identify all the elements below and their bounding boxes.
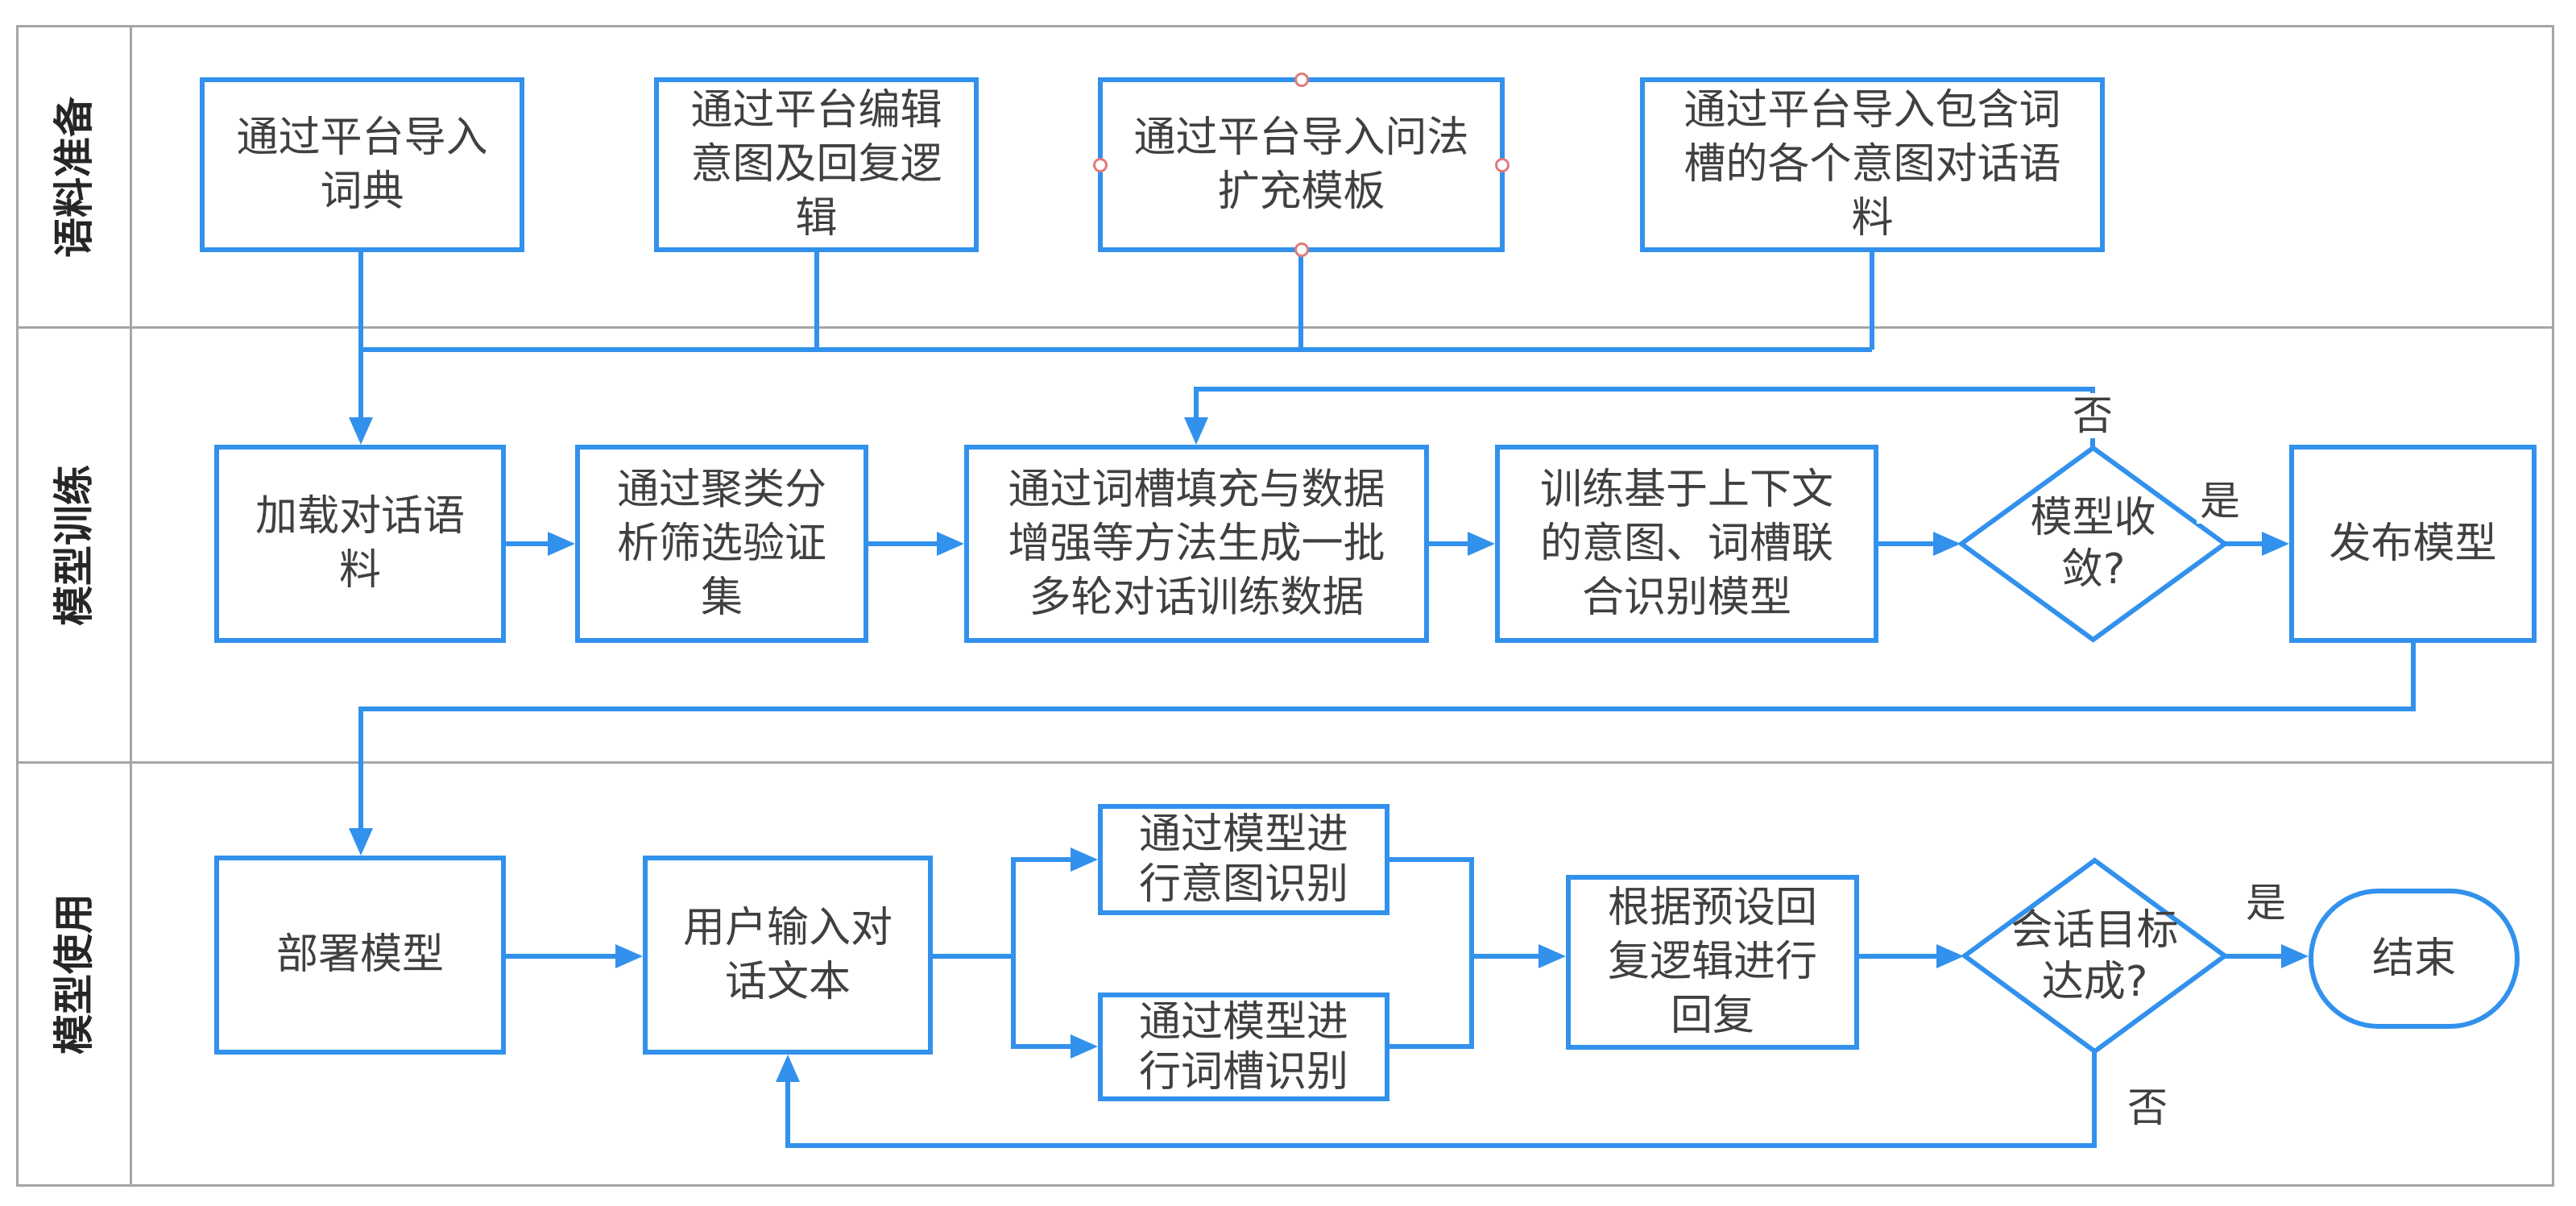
node-text-line: 根据预设回 — [1607, 884, 1817, 932]
lane-model-usage: 模型使用 — [16, 761, 2554, 1187]
node-text-line: 集 — [700, 573, 743, 622]
node-cluster-validation-set[interactable]: 通过聚类分 析筛选验证 集 — [575, 445, 868, 643]
decision-model-converged[interactable]: 模型收 敛? — [1958, 445, 2228, 643]
node-text-line: 意图及回复逻 — [690, 140, 942, 189]
connector-input-to-intent — [1011, 848, 1098, 956]
node-deploy-model[interactable]: 部署模型 — [214, 856, 506, 1055]
node-text-line: 通过平台导入 — [236, 113, 488, 162]
node-import-intent-dialog-corpus[interactable]: 通过平台导入包含词 槽的各个意图对话语 料 — [1640, 77, 2105, 252]
node-import-expansion-template[interactable]: 通过平台导入问法 扩充模板 — [1093, 73, 1510, 257]
selection-handle-right[interactable] — [1495, 157, 1510, 172]
node-text-line: 话文本 — [724, 957, 851, 1006]
selection-handle-top[interactable] — [1294, 73, 1309, 87]
node-text-line: 析筛选验证 — [616, 519, 826, 568]
node-text-line: 料 — [1851, 194, 1894, 242]
node-text-line: 训练基于上下文 — [1539, 465, 1833, 514]
node-text-line: 通过词槽填充与数据 — [1008, 465, 1385, 514]
node-text-line: 会话目标 — [2011, 906, 2179, 955]
node-text-line: 辑 — [795, 194, 838, 242]
connector-converged-no-loop — [1184, 387, 2095, 448]
node-text-line: 的意图、词槽联 — [1539, 519, 1833, 568]
decision-diamond-shape — [1958, 445, 2228, 643]
node-text-line: 用户输入对 — [682, 903, 892, 952]
decision-text: 会话目标 达成? — [1961, 857, 2228, 1055]
node-edit-intent-reply-logic[interactable]: 通过平台编辑 意图及回复逻 辑 — [654, 77, 979, 252]
node-slot-recognition[interactable]: 通过模型进 行词槽识别 — [1098, 993, 1389, 1101]
connector-input-to-slot — [1011, 956, 1098, 1059]
decision-text: 模型收 敛? — [1958, 445, 2228, 643]
node-text-line: 加载对话语 — [255, 492, 465, 541]
selection-handle-left[interactable] — [1093, 157, 1108, 172]
node-generate-training-data[interactable]: 通过词槽填充与数据 增强等方法生成一批 多轮对话训练数据 — [964, 445, 1429, 643]
connector-slot-merge — [1389, 956, 1474, 1049]
node-import-dictionary[interactable]: 通过平台导入 词典 — [200, 77, 524, 252]
node-text-line: 回复 — [1670, 992, 1754, 1040]
node-text-line: 行意图识别 — [1138, 860, 1348, 909]
node-text-line: 达成? — [2041, 957, 2148, 1006]
node-text-line: 敛? — [2060, 545, 2126, 594]
node-text-line: 通过平台编辑 — [690, 86, 942, 135]
selection-handle-bottom[interactable] — [1294, 242, 1309, 257]
node-text-line: 发布模型 — [2329, 519, 2497, 568]
connector-goal-no-loop — [776, 1051, 2097, 1148]
node-text-line: 多轮对话训练数据 — [1029, 573, 1365, 622]
decision-diamond-shape — [1961, 857, 2228, 1055]
node-text-line: 通过模型进 — [1138, 997, 1348, 1046]
edge-label-no: 否 — [2124, 1085, 2171, 1130]
decision-goal-achieved[interactable]: 会话目标 达成? — [1961, 857, 2228, 1055]
node-text-line: 扩充模板 — [1217, 167, 1385, 216]
node-intent-recognition[interactable]: 通过模型进 行意图识别 — [1098, 804, 1389, 915]
node-text-line: 行词槽识别 — [1138, 1047, 1348, 1096]
lane-header: 语料准备 — [19, 27, 132, 326]
edge-label-yes: 是 — [2243, 881, 2289, 926]
node-load-dialog-corpus[interactable]: 加载对话语 料 — [214, 445, 506, 643]
node-text-line: 通过聚类分 — [616, 465, 826, 514]
node-publish-model[interactable]: 发布模型 — [2289, 445, 2537, 643]
node-text-line: 部署模型 — [275, 930, 444, 979]
node-reply-by-logic[interactable]: 根据预设回 复逻辑进行 回复 — [1566, 875, 1859, 1050]
node-text-line: 词典 — [320, 167, 404, 216]
terminal-end[interactable]: 结束 — [2309, 889, 2520, 1029]
node-train-joint-model[interactable]: 训练基于上下文 的意图、词槽联 合识别模型 — [1495, 445, 1878, 643]
node-text-line: 模型收 — [2030, 494, 2156, 542]
edge-label-yes: 是 — [2197, 479, 2243, 524]
node-text-line: 通过平台导入包含词 — [1684, 86, 2061, 135]
lane-header: 模型训练 — [19, 329, 132, 761]
lane-header: 模型使用 — [19, 764, 132, 1184]
node-text-line: 复逻辑进行 — [1607, 938, 1817, 986]
node-text-line: 通过平台导入问法 — [1133, 113, 1469, 162]
connector-publish-to-deploy — [349, 643, 2416, 856]
connector-intent-merge — [1389, 857, 1474, 956]
edge-label-no: 否 — [2069, 393, 2116, 438]
node-text-line: 增强等方法生成一批 — [1008, 519, 1385, 568]
node-text-line: 料 — [338, 546, 381, 595]
node-text-line: 通过模型进 — [1138, 810, 1348, 859]
node-user-input-text[interactable]: 用户输入对 话文本 — [643, 856, 933, 1055]
node-text-line: 槽的各个意图对话语 — [1684, 140, 2061, 189]
node-text-line: 结束 — [2371, 934, 2456, 983]
node-text-line: 合识别模型 — [1581, 573, 1791, 622]
